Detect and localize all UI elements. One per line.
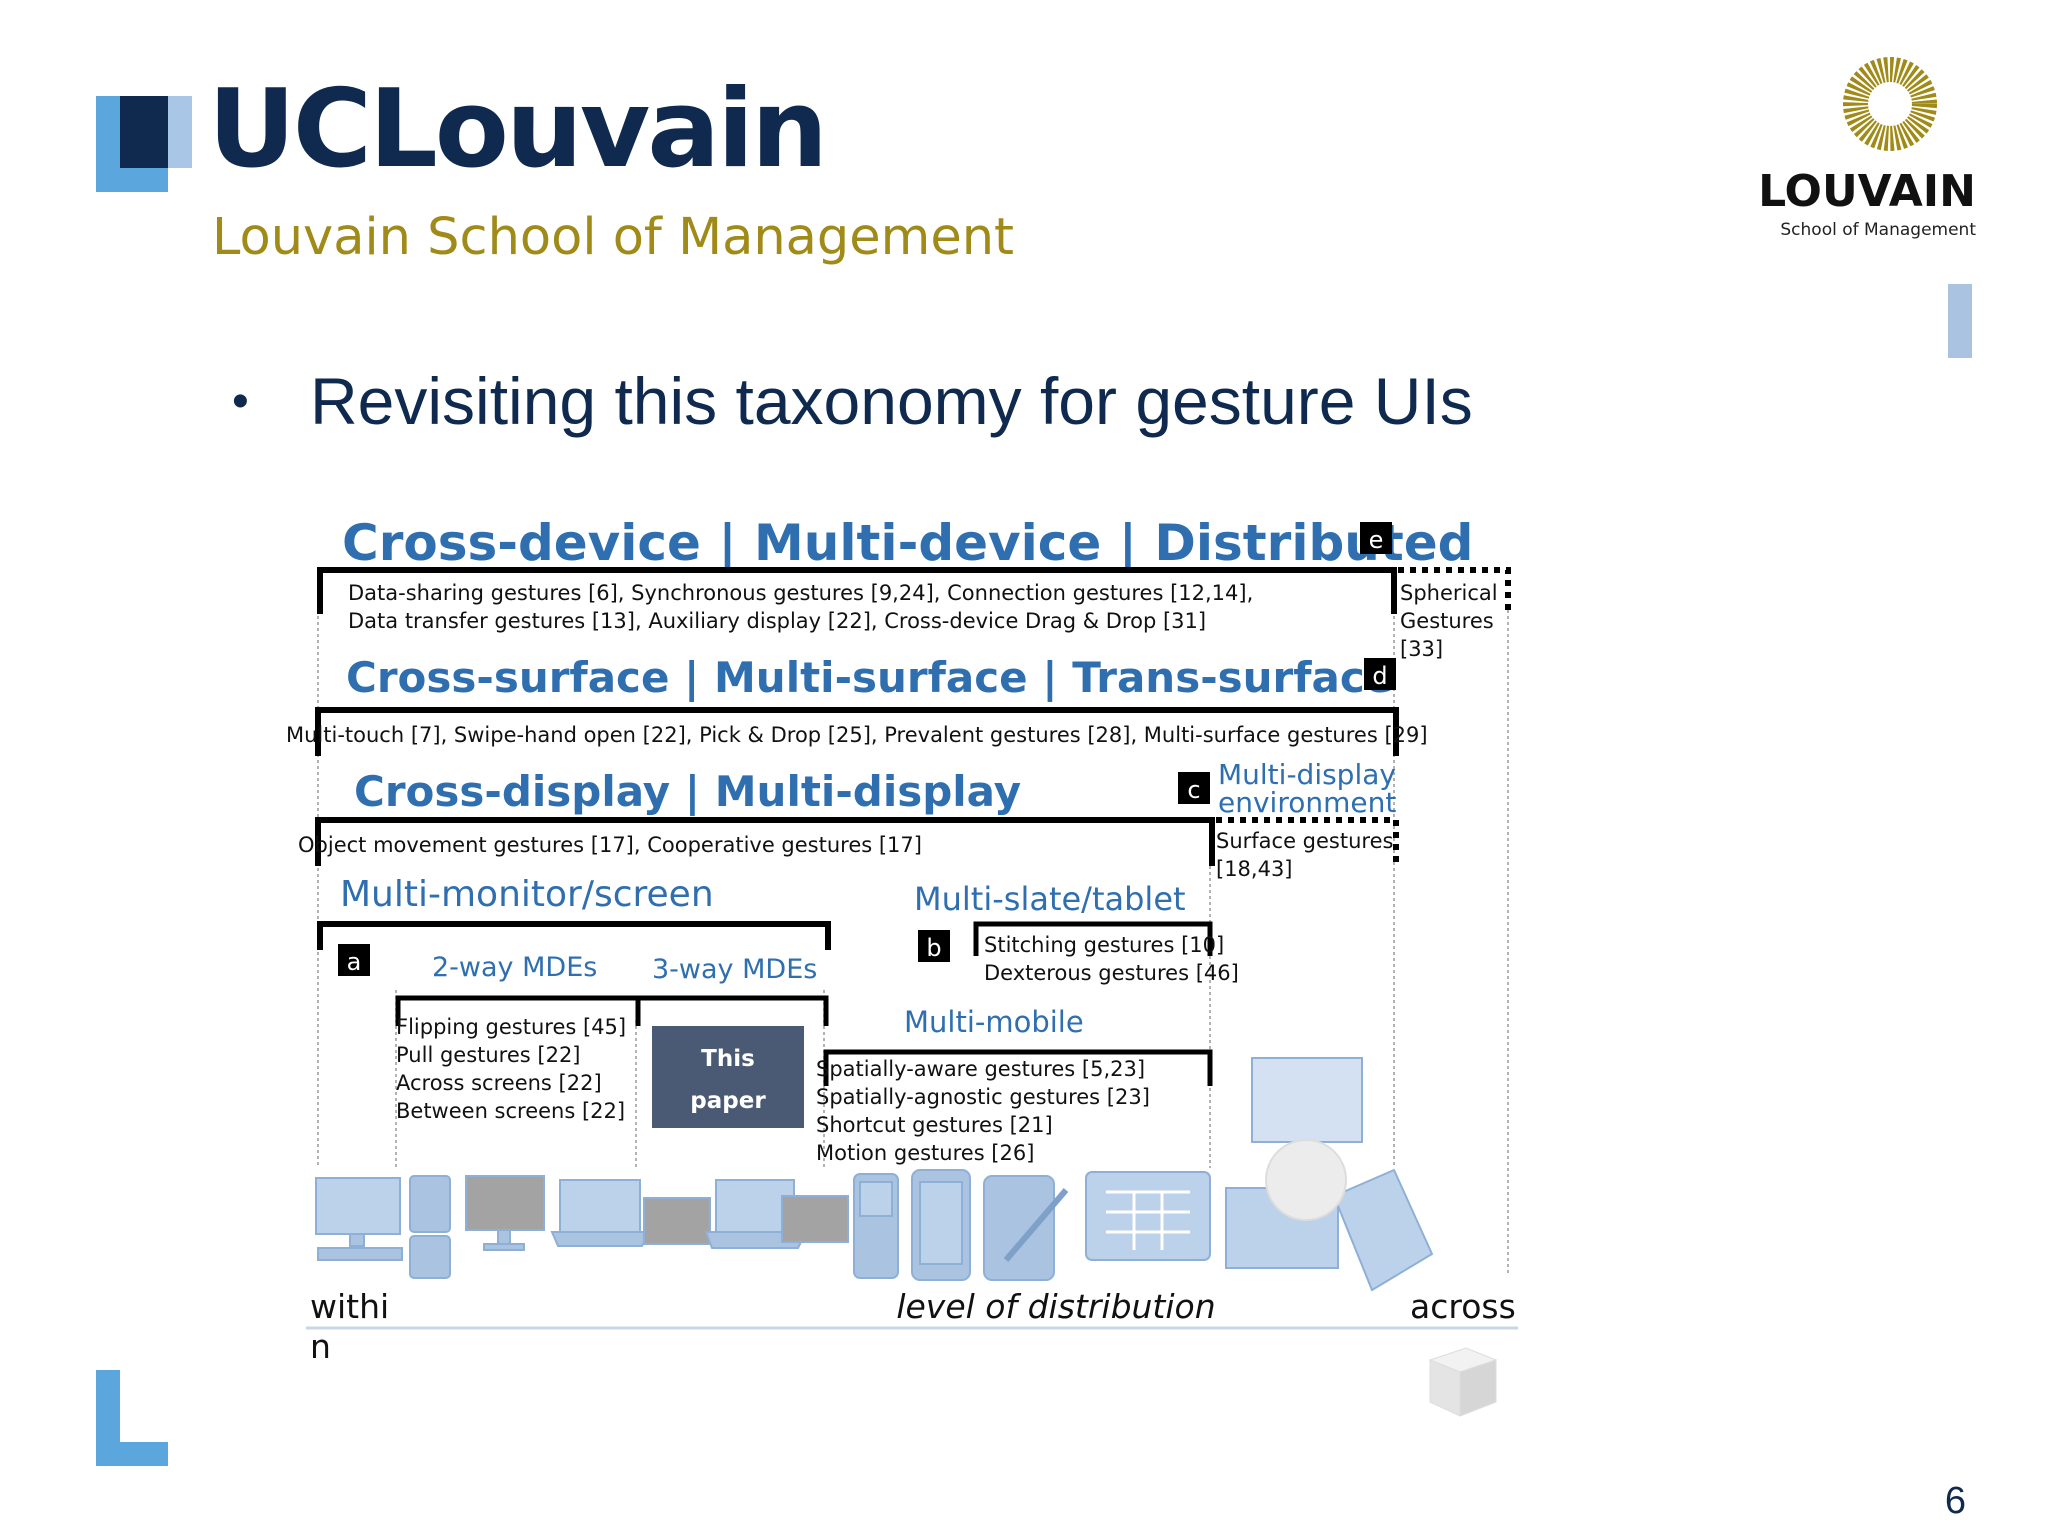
slide-bullet: Revisiting this taxonomy for gesture UIs (310, 364, 1473, 438)
axis-left-label-1: withi (310, 1287, 389, 1326)
level-d-title: Cross-surface | Multi-surface | Trans-su… (346, 653, 1393, 702)
level-b-ref-1: Stitching gestures [10] (984, 933, 1224, 957)
level-a-title: Multi-monitor/screen (340, 874, 714, 915)
level-b-tag-box (918, 930, 950, 962)
level-d-tag-box (1364, 658, 1396, 690)
level-b-bracket (973, 921, 1213, 956)
level-e-tag-box (1360, 522, 1392, 554)
level-c-side-bracket (1216, 817, 1399, 866)
dual-display-laptop-icon (643, 1179, 849, 1249)
brand-title: UCLouvain (208, 67, 828, 192)
multi-mobile-ref-2: Spatially-agnostic gestures [23] (816, 1085, 1150, 1109)
three-way-label: 3-way MDEs (652, 954, 817, 985)
two-way-label: 2-way MDEs (432, 952, 597, 983)
multi-mobile-title: Multi-mobile (904, 1005, 1084, 1039)
level-c-refs: Object movement gestures [17], Cooperati… (298, 833, 922, 857)
multi-mobile-bracket (823, 1049, 1213, 1086)
phones-icon (409, 1175, 451, 1279)
level-c-side-2: [18,43] (1216, 857, 1293, 881)
level-b-ref-2: Dexterous gestures [46] (984, 961, 1239, 985)
uclouvain-logo-mark (96, 96, 192, 192)
tabletop-icon (1085, 1171, 1211, 1261)
smartphone-icon (911, 1169, 971, 1281)
level-c-side-1: Surface gestures (1216, 829, 1393, 853)
desktop-icon (315, 1177, 403, 1261)
level-a-ref-2: Pull gestures [22] (396, 1043, 581, 1067)
stylus-tablet-icon (983, 1175, 1069, 1281)
school-name: Louvain School of Management (212, 208, 1015, 267)
corner-l-accent (96, 1370, 168, 1466)
level-e-side-bracket (1398, 567, 1511, 614)
monitor-icon (465, 1175, 545, 1251)
level-e-side-3: [33] (1400, 637, 1443, 661)
sphere-icon (1265, 1139, 1347, 1221)
handheld-icon (853, 1173, 899, 1279)
side-accent-bar (1948, 284, 1972, 358)
axis-left-label-2: n (310, 1327, 331, 1366)
bullet-dot: • (232, 375, 249, 428)
three-way-bracket (635, 995, 829, 1026)
cube-icon (1428, 1347, 1498, 1417)
laptop-icon (550, 1179, 652, 1247)
level-c-title: Cross-display | Multi-display (354, 767, 1021, 816)
multi-mobile-ref-1: Spatially-aware gestures [5,23] (816, 1057, 1145, 1081)
right-logo-title: LOUVAIN (1758, 166, 1976, 217)
level-a-ref-4: Between screens [22] (396, 1099, 625, 1123)
level-d-tag: d (1372, 662, 1387, 690)
guide-lines (317, 610, 1509, 1275)
level-c-tag-box (1178, 772, 1210, 804)
this-paper-line-2: paper (690, 1088, 766, 1114)
sun-emblem-icon (1843, 57, 1937, 151)
level-e-bracket (317, 567, 1397, 614)
level-d-refs: Multi-touch [7], Swipe-hand open [22], P… (286, 723, 1428, 747)
level-a-bracket (317, 921, 831, 950)
level-c-bracket (315, 817, 1215, 866)
level-e-side-1: Spherical (1400, 581, 1498, 605)
axis-right-label: across (1410, 1287, 1516, 1326)
level-a-ref-3: Across screens [22] (396, 1071, 602, 1095)
level-e-title: Cross-device | Multi-device | Distribute… (342, 514, 1473, 572)
level-d-bracket (315, 707, 1399, 756)
level-e-refs-2: Data transfer gestures [13], Auxiliary d… (348, 609, 1206, 633)
page-number: 6 (1944, 1480, 1966, 1522)
level-a-tag: a (347, 948, 362, 976)
level-b-tag: b (926, 934, 941, 962)
axis-center-label: level of distribution (896, 1287, 1215, 1326)
level-e-side-2: Gestures (1400, 609, 1494, 633)
level-c-tag: c (1187, 776, 1200, 804)
multi-mobile-ref-3: Shortcut gestures [21] (816, 1113, 1053, 1137)
level-a-tag-box (338, 944, 370, 976)
level-e-refs-1: Data-sharing gestures [6], Synchronous g… (348, 581, 1253, 605)
this-paper-line-1: This (701, 1046, 755, 1072)
right-logo-subtitle: School of Management (1780, 220, 1976, 240)
this-paper-box (652, 1026, 804, 1128)
level-c-side-title-2: environment (1218, 786, 1396, 819)
level-a-ref-1: Flipping gestures [45] (396, 1015, 626, 1039)
multi-mobile-ref-4: Motion gestures [26] (816, 1141, 1034, 1165)
level-c-side-title-1: Multi-display (1218, 758, 1396, 791)
level-e-tag: e (1369, 526, 1384, 554)
level-b-title: Multi-slate/tablet (914, 880, 1186, 918)
device-row (315, 1057, 1434, 1292)
